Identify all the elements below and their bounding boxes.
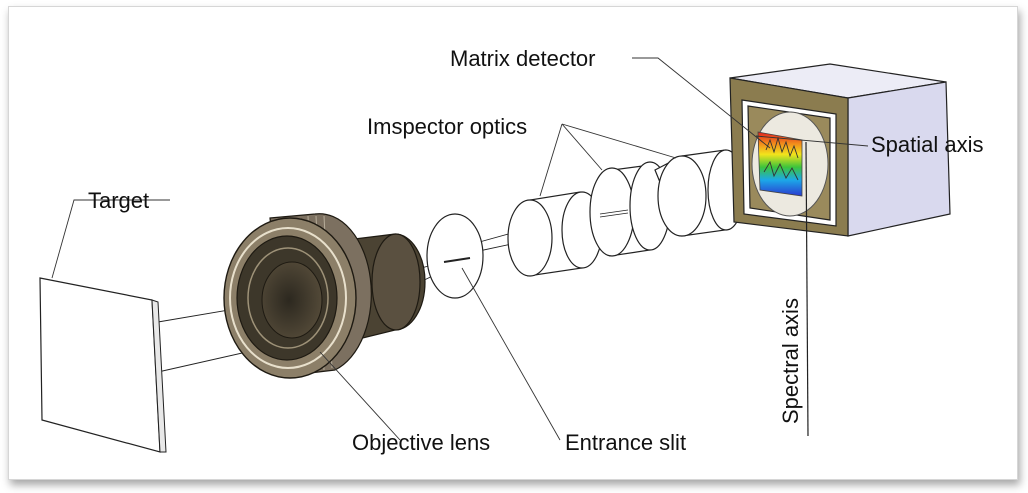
objective-lens bbox=[223, 213, 426, 379]
leader-lines bbox=[51, 57, 869, 441]
imspector-prism-3 bbox=[654, 149, 745, 237]
imspector-prism-1 bbox=[507, 191, 603, 277]
label-target: Target bbox=[88, 188, 149, 213]
spectral-axis-line bbox=[805, 141, 809, 437]
label-entrance-slit: Entrance slit bbox=[565, 430, 686, 455]
matrix-detector-box bbox=[729, 63, 951, 237]
label-objective-lens: Objective lens bbox=[352, 430, 490, 455]
label-spectral-axis: Spectral axis bbox=[778, 298, 803, 424]
target-plate bbox=[39, 277, 167, 453]
label-spatial-axis: Spatial axis bbox=[871, 132, 984, 157]
entrance-slit bbox=[426, 213, 484, 299]
label-imspector-optics: Imspector optics bbox=[367, 114, 527, 139]
label-matrix-detector: Matrix detector bbox=[450, 46, 596, 71]
